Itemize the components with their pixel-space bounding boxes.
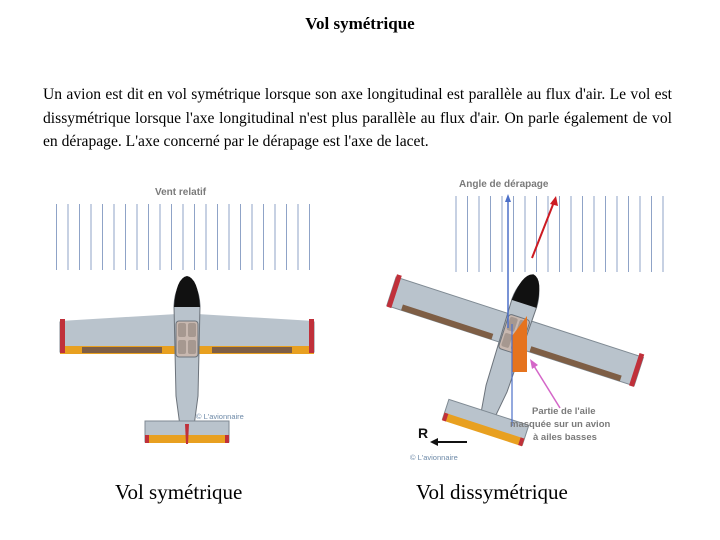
caption-symmetric: Vol symétrique: [115, 480, 243, 504]
page-title: Vol symétrique: [305, 14, 415, 33]
relative-wind-lines: [44, 204, 310, 270]
wing-note-line3: à ailes basses: [533, 432, 597, 443]
description-paragraph: Un avion est dit en vol symétrique lorsq…: [43, 86, 672, 150]
plane-symmetric: [59, 276, 315, 444]
relative-wind-lines-right: [455, 196, 664, 272]
watermark-right: © L'avionnaire: [410, 453, 458, 462]
caption-asymmetric: Vol dissymétrique: [416, 480, 568, 504]
r-label: R: [418, 425, 428, 441]
figure-symmetric: Vent relatif: [44, 176, 322, 456]
masked-wing-area: [512, 316, 527, 372]
wing-note-line1: Partie de l'aile: [532, 406, 596, 417]
symmetric-plane-diagram: Vent relatif: [44, 187, 315, 444]
wing-note-line2: masquée sur un avion: [510, 419, 611, 430]
figure-asymmetric: Angle de dérapage: [372, 176, 672, 466]
wing-label-pointer: [533, 365, 561, 409]
wind-label: Vent relatif: [155, 187, 207, 198]
sideslip-angle-label: Angle de dérapage: [459, 179, 549, 190]
sideslip-axis-arrow: [531, 201, 555, 259]
sideslip-plane-diagram: Angle de dérapage: [386, 179, 664, 462]
watermark-left: © L'avionnaire: [196, 412, 244, 421]
plane-sideslip: [386, 274, 645, 447]
